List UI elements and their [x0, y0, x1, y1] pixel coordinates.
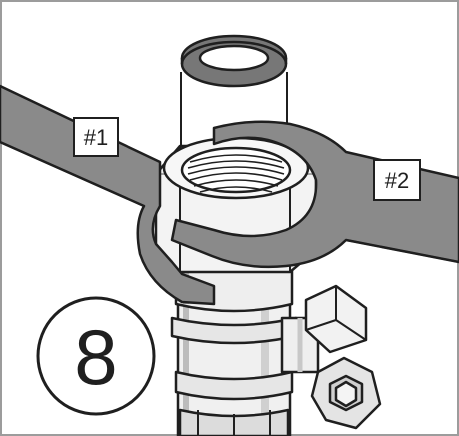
step-badge: 8 — [36, 296, 156, 416]
step-number: 8 — [74, 313, 117, 401]
fitting-threads — [187, 154, 285, 193]
wrench-2-label: #2 — [385, 168, 409, 193]
washer — [180, 34, 288, 88]
wrench-2 — [170, 120, 459, 269]
wrench-1-label: #1 — [84, 125, 108, 150]
wrench-2-tag: #2 — [373, 159, 421, 201]
valve-body — [170, 298, 298, 436]
wrench-1 — [0, 84, 216, 306]
handle-nut — [310, 356, 382, 430]
valve-handle — [304, 284, 368, 354]
wrench-1-tag: #1 — [73, 117, 119, 157]
